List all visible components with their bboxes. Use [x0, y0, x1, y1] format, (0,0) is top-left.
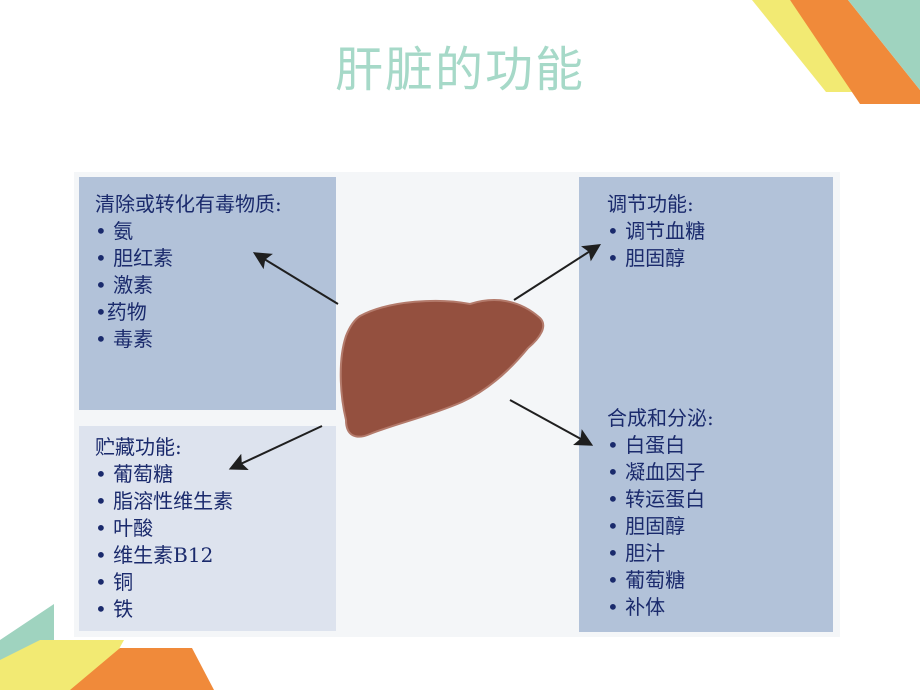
storage-list: • 葡萄糖 • 脂溶性维生素 • 叶酸 • 维生素B12 • 铜 • 铁 — [95, 461, 320, 623]
list-item: • 激素 — [95, 273, 154, 297]
detox-list: • 氨 • 胆红素 • 激素 •药物 • 毒素 — [95, 218, 320, 353]
list-item: • 转运蛋白 — [607, 487, 706, 511]
storage-heading: 贮藏功能: — [95, 435, 182, 459]
right-panel: 调节功能: • 调节血糖 • 胆固醇 合成和分泌: • 白蛋白 • 凝血因子 •… — [579, 177, 833, 632]
storage-box: 贮藏功能: • 葡萄糖 • 脂溶性维生素 • 叶酸 • 维生素B12 • 铜 •… — [79, 426, 336, 631]
list-item: • 毒素 — [95, 327, 154, 351]
synthesis-list: • 白蛋白 • 凝血因子 • 转运蛋白 • 胆固醇 • 胆汁 • 葡萄糖 • 补… — [607, 432, 714, 621]
arrow-to-synthesis — [509, 399, 594, 446]
detox-heading: 清除或转化有毒物质: — [95, 192, 282, 216]
stripe-orange-bottom — [70, 648, 214, 690]
stripe-orange-top — [790, 0, 920, 104]
synthesis-heading: 合成和分泌: — [607, 406, 714, 430]
list-item: • 胆固醇 — [607, 246, 686, 270]
arrow-to-storage — [228, 425, 323, 471]
list-item: • 凝血因子 — [607, 460, 706, 484]
list-item: • 叶酸 — [95, 516, 154, 540]
list-item: • 脂溶性维生素 — [95, 489, 234, 513]
list-item: • 氨 — [95, 219, 134, 243]
regulation-heading: 调节功能: — [607, 192, 694, 216]
list-item: • 葡萄糖 — [95, 462, 174, 486]
list-item: • 铜 — [95, 570, 134, 594]
list-item: • 胆汁 — [607, 541, 666, 565]
regulation-list: • 调节血糖 • 胆固醇 — [607, 218, 705, 272]
list-item: • 白蛋白 — [607, 433, 686, 457]
list-item: • 葡萄糖 — [607, 568, 686, 592]
synthesis-section: 合成和分泌: • 白蛋白 • 凝血因子 • 转运蛋白 • 胆固醇 • 胆汁 • … — [607, 405, 714, 621]
liver-illustration — [339, 299, 545, 438]
stripe-yellow-top — [752, 0, 860, 92]
list-item: • 调节血糖 — [607, 219, 706, 243]
list-item: • 胆固醇 — [607, 514, 686, 538]
arrow-to-detox — [252, 252, 339, 305]
list-item: • 补体 — [607, 595, 666, 619]
detox-box: 清除或转化有毒物质: • 氨 • 胆红素 • 激素 •药物 • 毒素 — [79, 177, 336, 410]
arrow-to-regulation — [513, 244, 602, 301]
regulation-section: 调节功能: • 调节血糖 • 胆固醇 — [607, 191, 705, 272]
page-title: 肝脏的功能 — [334, 42, 585, 98]
list-item: • 胆红素 — [95, 246, 174, 270]
list-item: • 铁 — [95, 597, 134, 621]
stripe-teal-top — [848, 0, 920, 90]
list-item: •药物 — [95, 300, 147, 324]
list-item: • 维生素B12 — [95, 543, 214, 567]
